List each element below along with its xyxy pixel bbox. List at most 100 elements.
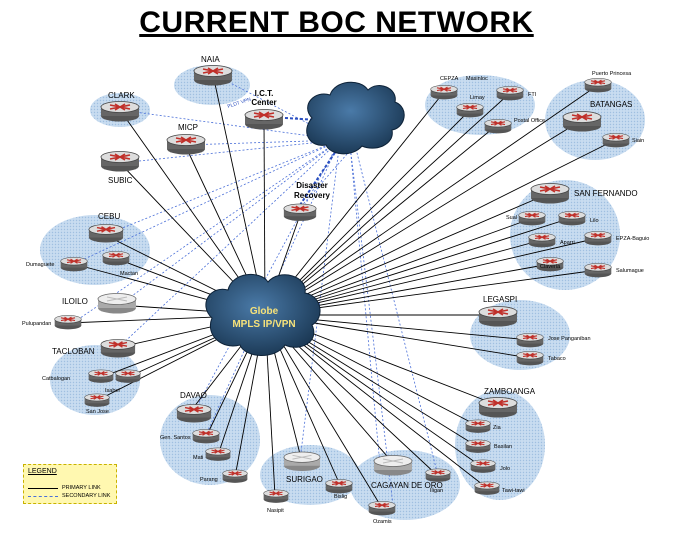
router-mactan[interactable] — [102, 250, 130, 266]
router-puerto-princesa[interactable] — [584, 77, 612, 93]
label-masinloc: Masinloc — [466, 76, 488, 82]
label-tawi-tawi: Tawi-tawi — [502, 488, 525, 494]
router-zia[interactable] — [465, 419, 491, 434]
legend-primary-line — [28, 487, 58, 489]
router-subic[interactable] — [100, 150, 140, 172]
label-catbalogan: Catbalogan — [42, 376, 70, 382]
label-cagayan: CAGAYAN DE ORO — [371, 481, 443, 490]
router-nasipit[interactable] — [263, 489, 289, 504]
label-tabaco: Tabaco — [548, 356, 566, 362]
label-zia: Zia — [493, 425, 502, 431]
label-legaspi: LEGASPI — [483, 295, 517, 304]
router-cebu[interactable] — [88, 223, 124, 244]
label-claveria: Claveria — [540, 264, 561, 270]
label-tacloban: TACLOBAN — [52, 347, 95, 356]
legend-secondary: SECONDARY LINK — [28, 493, 110, 499]
label-sual: Sual — [506, 215, 517, 221]
label-fti: FTI — [528, 92, 537, 98]
router-jose-panganiban[interactable] — [516, 332, 544, 348]
region-zamboanga — [455, 390, 545, 500]
router-ozamis[interactable] — [368, 500, 396, 516]
label-surigao: SURIGAO — [286, 475, 323, 484]
router-epza-baguio[interactable] — [584, 230, 612, 246]
label-ict-1: I.C.T. — [255, 89, 274, 98]
router-lilo[interactable] — [558, 210, 586, 226]
router-tawi-tawi[interactable] — [474, 481, 500, 496]
label-salumague: Salumague — [616, 268, 644, 274]
label-nasipit: Nasipit — [267, 508, 284, 514]
label-siain: Siain — [632, 138, 644, 144]
label-cepza: CEPZA — [440, 76, 459, 82]
label-mactan: Mactan — [120, 271, 138, 277]
backbone-cloud — [306, 81, 405, 155]
label-ozamis: Ozamis — [373, 519, 392, 525]
router-iligan[interactable] — [425, 468, 451, 483]
router-catbalogan[interactable] — [88, 369, 114, 384]
drc-cloud-link — [299, 144, 341, 206]
label-parang: Parang — [200, 477, 218, 483]
router-salumague[interactable] — [584, 262, 612, 278]
label-disaster-1: Disaster — [296, 181, 328, 190]
router-pulupandan[interactable] — [54, 314, 82, 330]
legend-primary-label: PRIMARY LINK — [62, 485, 101, 491]
router-clark[interactable] — [100, 100, 140, 122]
router-postal-office[interactable] — [484, 118, 512, 134]
label-san-fernando: SAN FERNANDO — [574, 189, 638, 198]
label-jolo: Jolo — [500, 466, 510, 472]
router-siain[interactable] — [602, 132, 630, 148]
router-tabaco[interactable] — [516, 350, 544, 366]
label-iligan: Iligan — [430, 488, 443, 494]
router-tacloban[interactable] — [100, 338, 136, 359]
label-disaster-2: Recovery — [294, 191, 331, 200]
page-title: CURRENT BOC NETWORK — [139, 6, 534, 39]
router-jolo[interactable] — [470, 459, 496, 474]
label-naia: NAIA — [201, 55, 220, 64]
legend: LEGEND PRIMARY LINK SECONDARY LINK — [23, 464, 117, 504]
globe-cloud-label-1: Globe — [250, 306, 279, 317]
label-ict-2: Center — [251, 98, 276, 107]
label-batangas: BATANGAS — [590, 100, 632, 109]
router-aparri[interactable] — [528, 232, 556, 248]
router-san-jose[interactable] — [84, 393, 110, 408]
label-iloilo: ILOILO — [62, 297, 88, 306]
label-micp: MICP — [178, 123, 198, 132]
router-san-fernando[interactable] — [530, 182, 570, 204]
globe-cloud — [205, 274, 321, 356]
legend-secondary-line — [28, 495, 58, 497]
router-davao[interactable] — [176, 403, 212, 424]
label-aparri: Aparri — [560, 240, 575, 246]
label-dumaguete: Dumaguete — [26, 262, 54, 268]
label-cebu: CEBU — [98, 212, 120, 221]
router-cepza[interactable] — [430, 84, 458, 100]
legend-primary: PRIMARY LINK — [28, 485, 101, 491]
router-zamboanga[interactable] — [478, 396, 518, 418]
router-naia[interactable] — [193, 64, 233, 86]
router-surigao[interactable] — [283, 451, 321, 472]
router-limay[interactable] — [456, 102, 484, 118]
router-legaspi[interactable] — [478, 305, 518, 327]
router-dumaguete[interactable] — [60, 256, 88, 272]
label-mati: Mati — [193, 455, 203, 461]
router-masinloc[interactable] — [496, 85, 524, 101]
router-mati[interactable] — [205, 447, 231, 462]
router-sual[interactable] — [518, 210, 546, 226]
label-isabel: Isabel — [105, 388, 120, 394]
router-isabel[interactable] — [115, 369, 141, 384]
router-batangas[interactable] — [562, 110, 602, 132]
router-cagayan[interactable] — [373, 455, 413, 476]
router-micp[interactable] — [166, 133, 206, 155]
label-zamboanga: ZAMBOANGA — [484, 387, 536, 396]
label-davao: DAVAO — [180, 391, 207, 400]
label-gen-santos: Gen. Santos — [160, 435, 191, 441]
router-ict-center[interactable] — [244, 108, 284, 130]
label-lilo: Lilo — [590, 218, 599, 224]
router-iloilo[interactable] — [97, 292, 137, 314]
legend-title: LEGEND — [28, 468, 57, 475]
label-basilan: Basilan — [494, 444, 512, 450]
router-disaster-recovery[interactable] — [283, 203, 317, 222]
router-bislig[interactable] — [325, 478, 353, 494]
router-gen-santos[interactable] — [192, 428, 220, 444]
router-basilan[interactable] — [465, 439, 491, 454]
router-parang[interactable] — [222, 469, 248, 484]
